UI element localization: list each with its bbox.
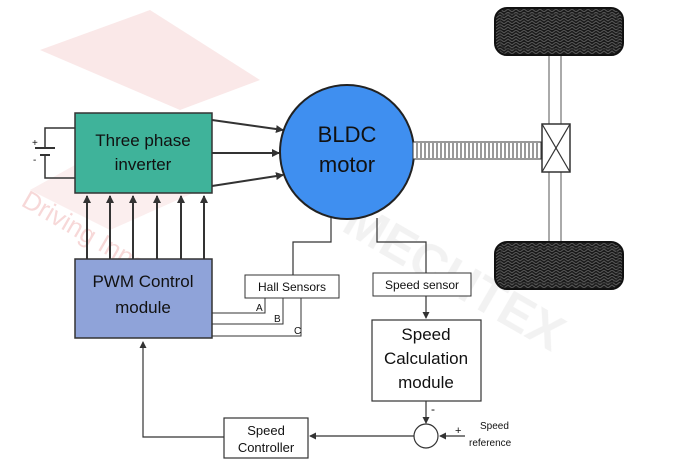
battery-symbol: + -	[32, 127, 75, 179]
pwm-label-line1: PWM Control	[92, 272, 193, 291]
hall-signal-b: B	[274, 314, 281, 325]
hall-signal-c: C	[294, 326, 301, 337]
hall-sensors-label: Hall Sensors	[258, 280, 326, 294]
speed-calc-line2: Calculation	[384, 349, 468, 368]
speed-reference-line2: reference	[469, 438, 512, 449]
motor-shaft	[412, 141, 542, 160]
hall-sensor-link	[292, 218, 332, 275]
summing-plus-sign: +	[455, 425, 461, 437]
wheel-bottom	[494, 241, 624, 290]
speed-calc-line1: Speed	[401, 325, 450, 344]
phase-arrows	[211, 119, 284, 187]
speed-sensor-label: Speed sensor	[385, 278, 459, 292]
pwm-control-block: PWM Control module	[74, 258, 213, 339]
speed-calc-line3: module	[398, 373, 454, 392]
speed-sensor-link	[376, 218, 427, 275]
axle-assembly	[541, 54, 571, 246]
inverter-label-line2: inverter	[115, 155, 172, 174]
summing-minus-sign: -	[431, 402, 435, 416]
control-feedback-arrow	[139, 341, 224, 438]
summing-junction: - +	[413, 402, 461, 449]
motor-label-line2: motor	[319, 152, 375, 177]
hall-sensors-block: Hall Sensors	[244, 274, 340, 299]
speed-controller-line1: Speed	[247, 423, 285, 438]
speed-calculation-block: Speed Calculation module	[371, 319, 482, 402]
battery-minus-label: -	[33, 155, 36, 166]
speed-reference-label: Speed reference	[469, 421, 512, 449]
pwm-label-line2: module	[115, 298, 171, 317]
inverter-label-line1: Three phase	[95, 131, 190, 150]
hall-signal-a: A	[256, 303, 263, 314]
gate-signal-arrows	[83, 195, 208, 259]
battery-plus-label: +	[32, 138, 38, 149]
hall-signal-lines: A B C	[212, 298, 302, 337]
speed-controller-block: Speed Controller	[223, 417, 309, 459]
wheel-top	[494, 7, 624, 56]
watermark-logo-shape	[40, 10, 260, 110]
motor-label-line1: BLDC	[318, 122, 377, 147]
inverter-block: Three phase inverter	[74, 112, 213, 194]
speed-reference-line1: Speed	[480, 421, 509, 432]
speed-controller-line2: Controller	[238, 440, 295, 455]
speed-sensor-block: Speed sensor	[372, 272, 472, 297]
bldc-motor: BLDC motor	[279, 84, 415, 220]
